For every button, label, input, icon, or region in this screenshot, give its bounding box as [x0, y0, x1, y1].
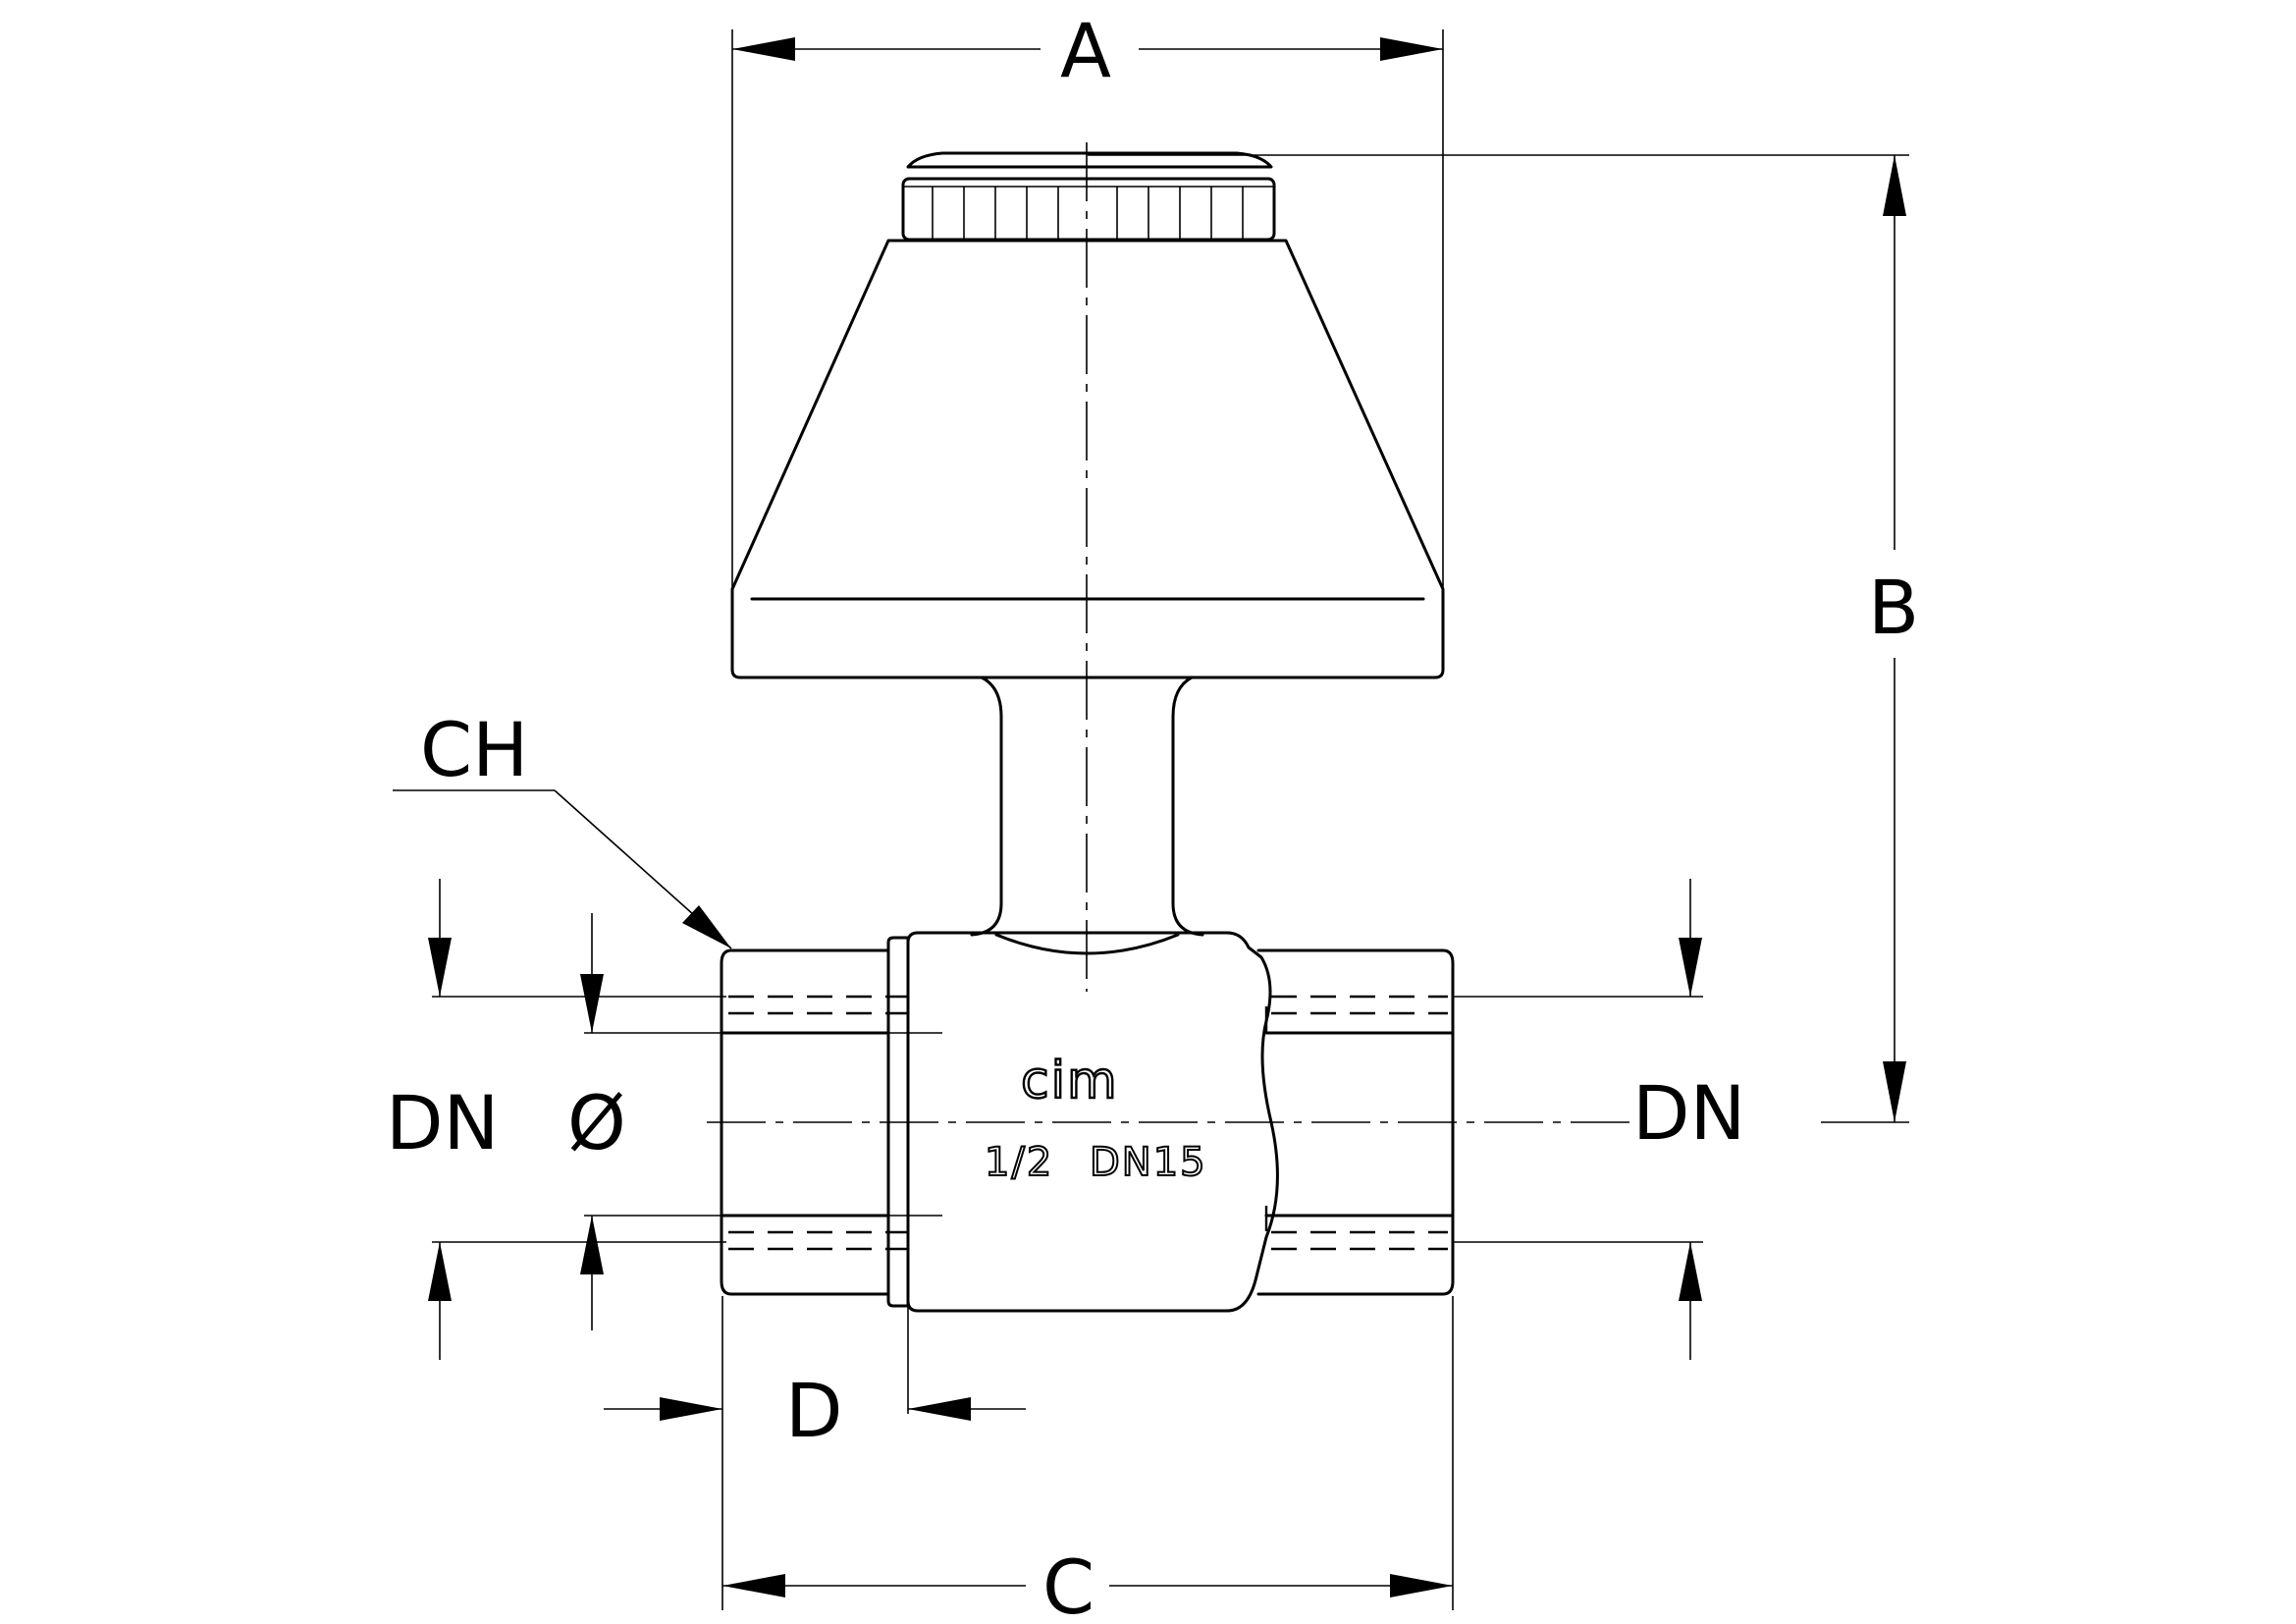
knurling [932, 187, 1244, 240]
dimension-dn-right: DN [1453, 879, 1745, 1360]
body-brand-mark: cim [1021, 1052, 1119, 1110]
diameter-label: Ø [567, 1079, 626, 1166]
dimension-b: B [1088, 154, 1919, 1123]
dimension-b-label: B [1868, 564, 1919, 651]
dimension-a: A [731, 7, 1444, 599]
body-size-mark: 1/2 [985, 1140, 1053, 1185]
valve-body: cim 1/2 DN15 [720, 931, 1455, 1313]
dimension-diameter: Ø [567, 913, 726, 1330]
dn-left-label: DN [386, 1079, 499, 1166]
dimension-c: C [721, 1296, 1454, 1624]
body-nominal-mark: DN15 [1090, 1140, 1207, 1185]
dimension-c-label: C [1042, 1543, 1095, 1624]
stem [970, 676, 1204, 937]
ch-leader: CH [393, 706, 732, 949]
dimension-dn-left: DN [386, 879, 726, 1360]
conical-handle [730, 239, 1445, 679]
dimension-d: D [604, 1306, 1026, 1454]
dimension-a-label: A [1060, 7, 1111, 94]
dn-right-label: DN [1632, 1069, 1745, 1157]
ch-label: CH [420, 706, 528, 793]
dimension-d-label: D [785, 1367, 843, 1454]
handwheel-cap [901, 151, 1276, 242]
hidden-thread-lines [728, 995, 1448, 1251]
